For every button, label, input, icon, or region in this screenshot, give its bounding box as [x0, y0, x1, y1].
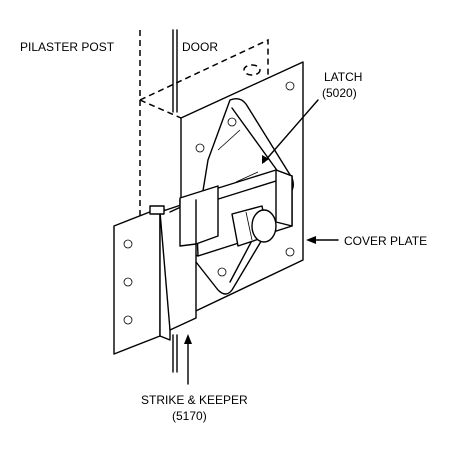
door — [139, 29, 269, 373]
leader-lines — [184, 99, 339, 385]
latch-label: LATCH — [324, 70, 362, 84]
strike-keeper — [113, 185, 219, 355]
strike-keeper-label: STRIKE & KEEPER — [141, 393, 248, 407]
strike-arrow — [184, 334, 192, 344]
door-label: DOOR — [182, 40, 218, 54]
pilaster-post-label: PILASTER POST — [20, 40, 115, 54]
strike-keeper-code-label: (5170) — [172, 409, 207, 423]
latch-arrow — [262, 155, 269, 164]
latch-leader — [263, 99, 319, 163]
latch-code-label: (5020) — [322, 86, 357, 100]
cover-plate-arrow — [306, 236, 316, 244]
cover-plate-label: COVER PLATE — [344, 234, 427, 248]
